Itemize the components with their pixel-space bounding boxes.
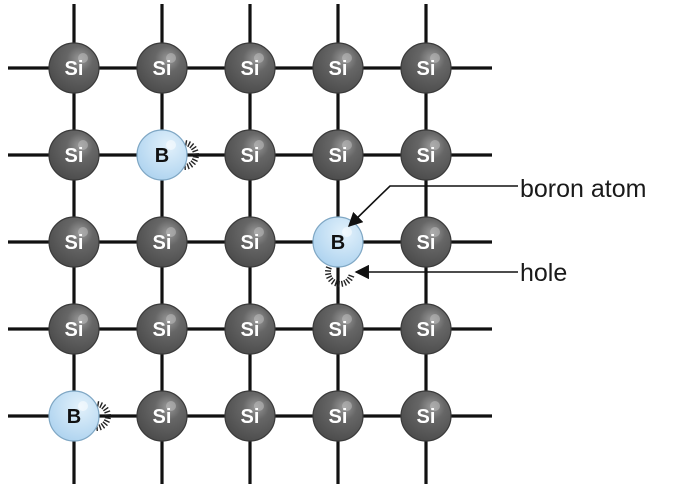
atom-symbol: Si xyxy=(417,232,436,254)
silicon-atom-5-3: Si xyxy=(224,390,276,442)
hole-5-1 xyxy=(92,401,112,432)
atom-symbol: Si xyxy=(329,58,348,80)
silicon-atom-5-2: Si xyxy=(136,390,188,442)
atom-symbol: Si xyxy=(241,406,260,428)
atom-symbol: Si xyxy=(329,319,348,341)
atom-symbol: Si xyxy=(153,406,172,428)
boron-atom-5-1: B xyxy=(48,390,100,442)
atom-symbol: Si xyxy=(329,145,348,167)
atom-symbol: Si xyxy=(241,58,260,80)
silicon-atom-2-4: Si xyxy=(312,129,364,181)
silicon-atom-4-5: Si xyxy=(400,303,452,355)
atom-symbol: Si xyxy=(65,58,84,80)
boron-atom-pointer xyxy=(347,185,518,228)
silicon-atom-3-3: Si xyxy=(224,216,276,268)
atom-symbol: B xyxy=(67,406,81,428)
silicon-atom-2-5: Si xyxy=(400,129,452,181)
holes xyxy=(92,140,355,432)
atom-symbol: Si xyxy=(329,406,348,428)
silicon-atom-5-5: Si xyxy=(400,390,452,442)
silicon-atom-1-5: Si xyxy=(400,42,452,94)
silicon-atom-2-1: Si xyxy=(48,129,100,181)
atom-symbol: Si xyxy=(417,145,436,167)
atom-symbol: Si xyxy=(241,232,260,254)
silicon-atom-1-2: Si xyxy=(136,42,188,94)
atom-symbol: Si xyxy=(153,232,172,254)
silicon-atom-3-5: Si xyxy=(400,216,452,268)
atom-symbol: B xyxy=(155,145,169,167)
silicon-atom-2-3: Si xyxy=(224,129,276,181)
atom-symbol: Si xyxy=(417,58,436,80)
boron-atom-2-2: B xyxy=(136,129,188,181)
atom-symbol: Si xyxy=(153,319,172,341)
atom-symbol: Si xyxy=(65,232,84,254)
silicon-atom-4-4: Si xyxy=(312,303,364,355)
silicon-atom-4-3: Si xyxy=(224,303,276,355)
atom-symbol: Si xyxy=(417,319,436,341)
silicon-atom-1-4: Si xyxy=(312,42,364,94)
atom-symbol: Si xyxy=(241,145,260,167)
silicon-atom-1-1: Si xyxy=(48,42,100,94)
silicon-atom-4-2: Si xyxy=(136,303,188,355)
silicon-atom-3-1: Si xyxy=(48,216,100,268)
atom-symbol: Si xyxy=(153,58,172,80)
boron-atom-3-4: B xyxy=(312,216,364,268)
silicon-atom-5-4: Si xyxy=(312,390,364,442)
silicon-atom-3-2: Si xyxy=(136,216,188,268)
atom-symbol: Si xyxy=(65,319,84,341)
silicon-atom-4-1: Si xyxy=(48,303,100,355)
hole-label: hole xyxy=(520,259,568,287)
atom-symbol: Si xyxy=(417,406,436,428)
atom-symbol: Si xyxy=(65,145,84,167)
hole-3-4 xyxy=(324,266,355,288)
boron-atom-label: boron atom xyxy=(520,175,647,203)
atom-symbol: Si xyxy=(241,319,260,341)
atom-symbol: B xyxy=(331,232,345,254)
annotation-arrows xyxy=(347,185,518,280)
silicon-atom-1-3: Si xyxy=(224,42,276,94)
